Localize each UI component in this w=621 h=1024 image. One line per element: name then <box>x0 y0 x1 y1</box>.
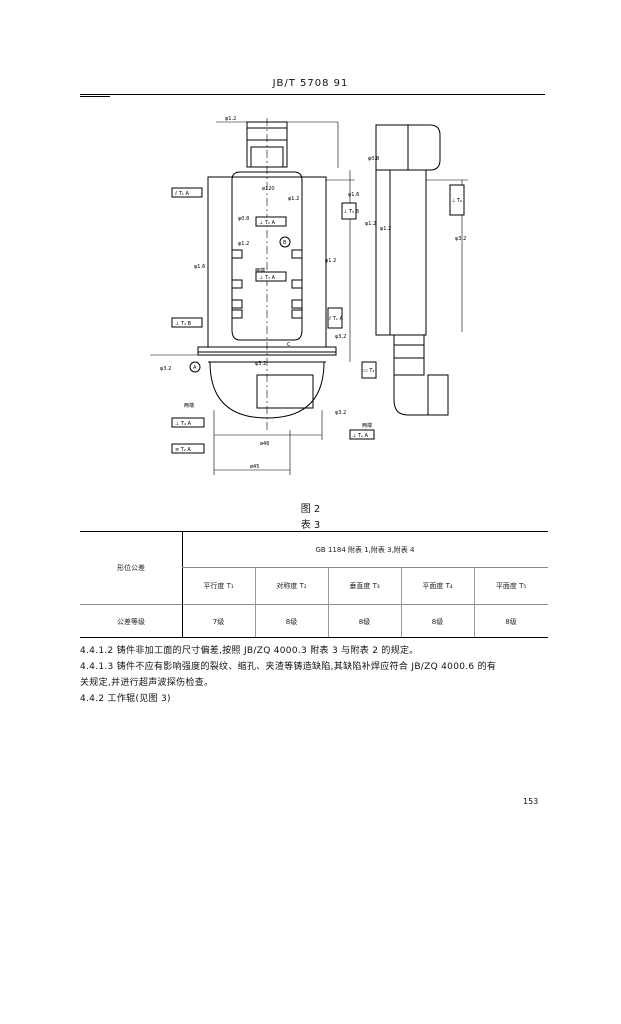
table-col-header: 平行度 T₁ <box>203 582 234 590</box>
fcf-1: ⫽ T₁ A <box>174 191 189 197</box>
table-col-line-1 <box>255 568 256 637</box>
table-col-header: 平面度 T₄ <box>422 582 453 590</box>
table-col-line-0 <box>182 604 183 637</box>
label-d2: ø46 <box>260 441 269 447</box>
label-r14: φ1.2 <box>380 226 391 232</box>
front-view <box>150 118 355 475</box>
tolerance-table: 形位公差 GB 1184 附表 1,附表 3,附表 4 平行度 T₁ 对称度 T… <box>80 531 548 638</box>
table-col-header: 垂直度 T₃ <box>349 582 380 590</box>
table-cell: 8级 <box>285 618 298 626</box>
fcf-2: ⊥ T₂ A <box>259 220 276 226</box>
paragraph-4-4-1-3-cont: 关规定,并进行超声波探伤检查。 <box>80 678 214 688</box>
table-bottom-rule <box>80 637 548 638</box>
label-r15: φ0.8 <box>368 156 379 162</box>
label-a: A <box>193 365 197 371</box>
label-s2: 两端 <box>184 402 194 409</box>
table-cell: 7级 <box>212 618 225 626</box>
label-s1: 两端 <box>255 267 265 274</box>
label-r12: φ3.2 <box>335 410 346 416</box>
fcf-5: ⊥ T₅ B <box>343 209 360 215</box>
label-r5: φ1.2 <box>325 258 336 264</box>
fcf-11: ▭ T₃ <box>363 368 374 374</box>
fcf-4: ⊥ T₄ B <box>175 321 192 327</box>
label-r3: φ1.2 <box>238 241 249 247</box>
table-top-rule <box>80 531 548 532</box>
table-group-rule <box>182 567 548 568</box>
paragraph-4-4-1-2: 4.4.1.2 铸件非加工面的尺寸偏差,按照 JB/ZQ 4000.3 附表 3… <box>80 646 419 656</box>
figure-caption: 图 2 <box>300 504 321 515</box>
table-cell: 8级 <box>358 618 371 626</box>
paragraph-4-4-2: 4.4.2 工作辊(见图 3) <box>80 694 171 704</box>
label-r4: φ1.6 <box>194 264 205 270</box>
table-row-label-grade: 公差等级 <box>117 618 145 626</box>
paragraph-4-4-1-3: 4.4.1.3 铸件不应有影响强度的裂纹、缩孔、夹渣等铸造缺陷,其缺陷补焊应符合… <box>80 662 497 672</box>
label-r10: φ3.2 <box>160 366 171 372</box>
label-c: C <box>287 342 291 348</box>
table-row-label-tolerance: 形位公差 <box>117 564 145 572</box>
table-group-header: GB 1184 附表 1,附表 3,附表 4 <box>315 546 415 554</box>
label-d1: ø120 <box>262 186 275 192</box>
table-col-line-2 <box>328 568 329 637</box>
table-caption: 表 3 <box>300 520 321 531</box>
label-r9: φ3.2 <box>335 334 346 340</box>
label-s3: 两端 <box>362 422 372 429</box>
table-col-line-4 <box>474 568 475 637</box>
fcf-10: ⊥ T₁ A <box>352 433 369 439</box>
page-number: 153 <box>523 797 539 806</box>
label-r7: φ1.6 <box>348 192 359 198</box>
label-r2: φ0.8 <box>238 216 249 222</box>
fcf-8: ⊥ T₄ A <box>175 421 192 427</box>
label-d3: ø45 <box>250 464 259 470</box>
fcf-3: ⊥ T₃ A <box>259 275 276 281</box>
label-r8: φ1.2 <box>365 221 376 227</box>
fcf-6: ⊥ T₆ <box>451 198 462 204</box>
fcf-9: ≡ T₂ A <box>175 447 191 453</box>
label-r11: φ3.2 <box>255 361 266 367</box>
header-rule <box>80 94 545 95</box>
label-r1: φ1.2 <box>225 116 236 122</box>
side-view <box>375 124 468 416</box>
document-header: JB/T 5708 91 <box>272 78 349 89</box>
table-col-header: 平面度 T₅ <box>495 582 527 590</box>
table-col-header: 对称度 T₂ <box>276 582 307 590</box>
engineering-drawing: φ1.2 ø120 φ0.8 φ1.2 两端 φ1.6 φ1.2 φ1.2 φ1… <box>150 116 468 475</box>
table-col-line-3 <box>401 568 402 637</box>
label-r6: φ1.2 <box>288 196 299 202</box>
table-cell: 8级 <box>505 618 517 626</box>
label-r13: φ3.2 <box>455 236 466 242</box>
table-cell: 8级 <box>431 618 444 626</box>
fcf-7: ⫽ T₁ A <box>328 316 343 322</box>
label-b: B <box>283 240 287 246</box>
header-rule-stub <box>80 96 110 97</box>
table-mid-rule <box>80 604 548 605</box>
